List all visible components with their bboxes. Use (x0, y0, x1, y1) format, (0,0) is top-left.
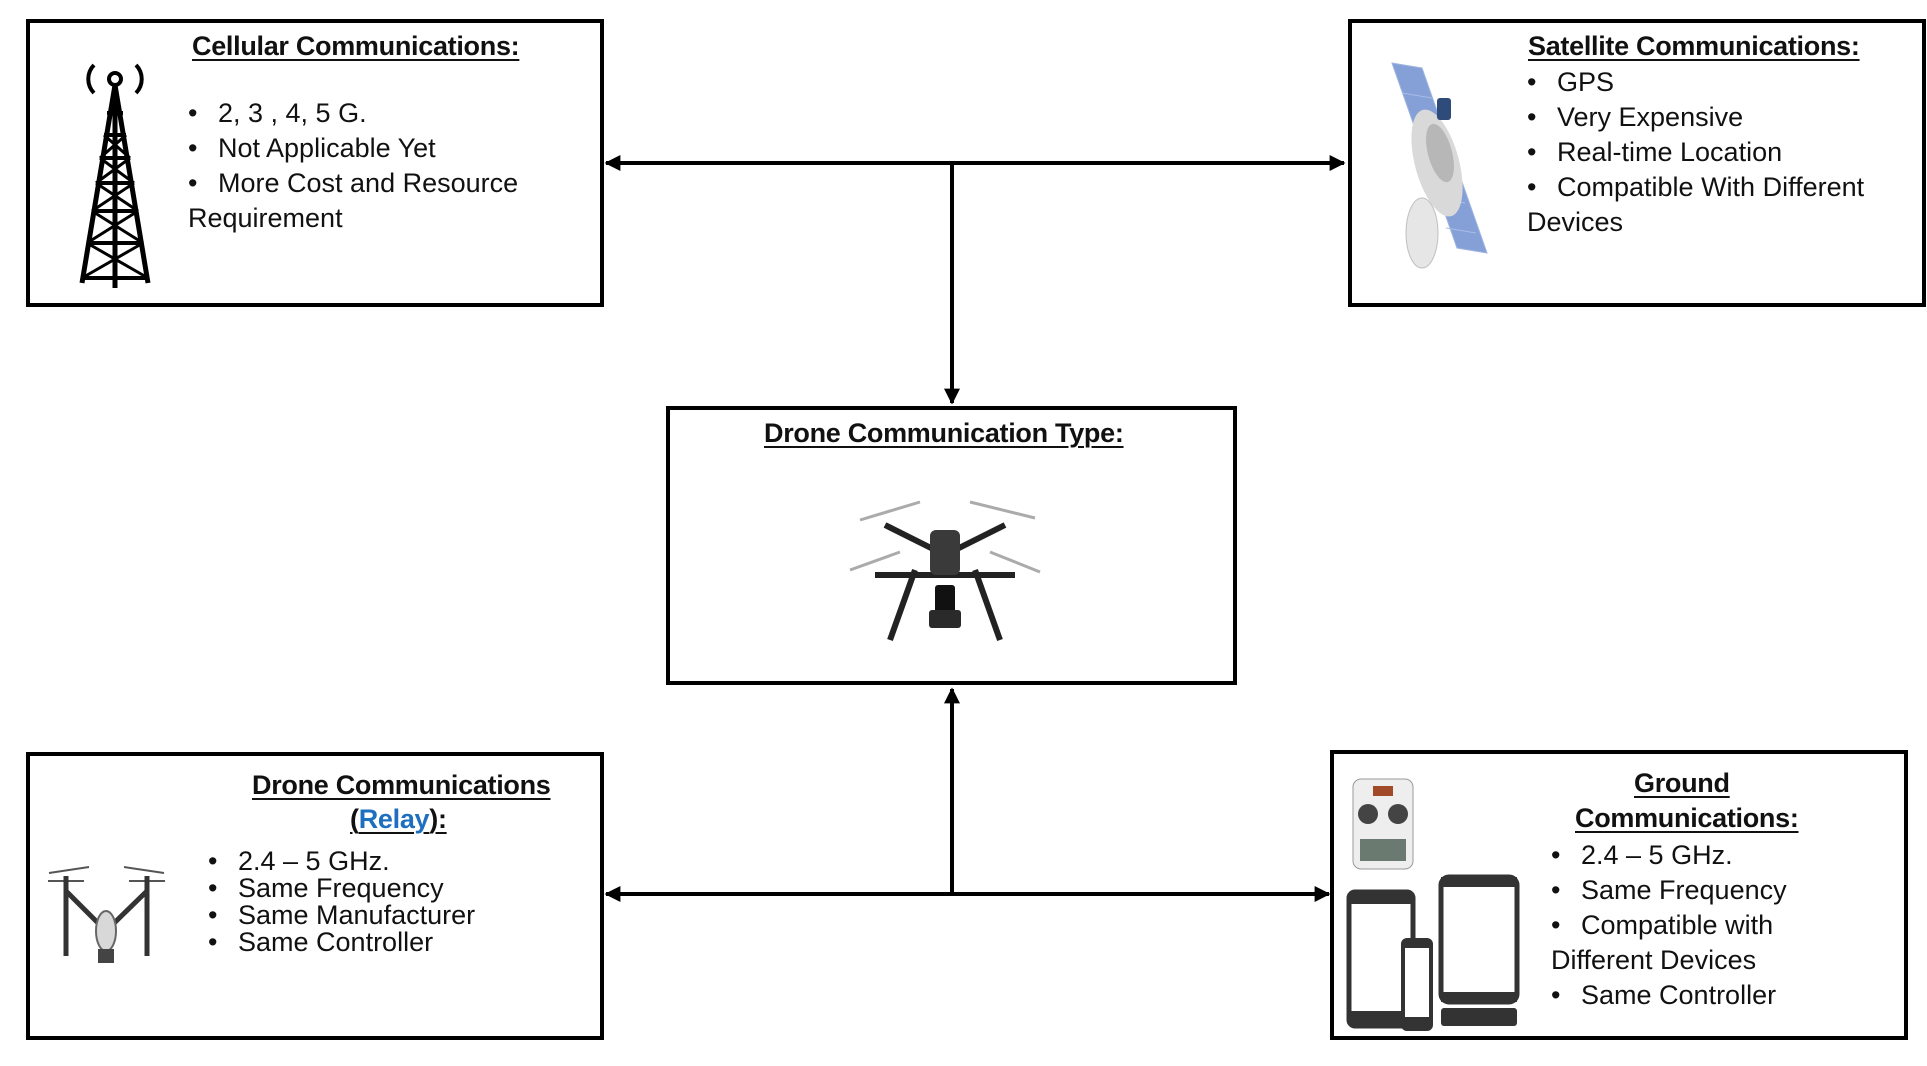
list-item: GPS (1527, 65, 1864, 100)
cell-tower-icon (79, 63, 151, 288)
cellular-title: Cellular Communications: (192, 31, 520, 61)
drone-communication-type-box: Drone Communication Type: (666, 406, 1237, 685)
satellite-box: Satellite Communications: GPS Very Expen… (1348, 19, 1926, 307)
ground-title-line1: Ground (1634, 768, 1730, 798)
ground-box: Ground Communications: 2.4 – 5 GHz. Same… (1330, 750, 1908, 1040)
cellular-box: Cellular Communications: 2, 3 , 4, 5 G. … (26, 19, 604, 307)
quadcopter-icon (48, 866, 165, 963)
list-item: 2, 3 , 4, 5 G. (188, 96, 518, 131)
relay-title-line2: (Relay): (350, 804, 447, 834)
ground-list: 2.4 – 5 GHz. Same Frequency Compatible w… (1551, 838, 1787, 1013)
relay-link[interactable]: Relay (358, 804, 430, 834)
list-item: 2.4 – 5 GHz. (208, 848, 475, 876)
drone-icon (849, 500, 1041, 642)
list-item: Real-time Location (1527, 135, 1864, 170)
list-item: Same Controller (208, 929, 475, 957)
rc-controller-icon (1352, 778, 1414, 870)
relay-list: 2.4 – 5 GHz. Same Frequency Same Manufac… (208, 848, 475, 957)
satellite-title: Satellite Communications: (1528, 31, 1860, 61)
center-title: Drone Communication Type: (764, 418, 1124, 448)
list-item: Same Controller (1551, 978, 1787, 1013)
relay-box: Drone Communications (Relay): 2.4 – 5 GH… (26, 752, 604, 1040)
tablet-dock-icon (1438, 874, 1520, 1026)
satellite-icon (1391, 62, 1488, 269)
list-item: Not Applicable Yet (188, 131, 518, 166)
list-item: Very Expensive (1527, 100, 1864, 135)
list-item: Same Frequency (208, 875, 475, 903)
list-item: Same Manufacturer (208, 902, 475, 930)
ground-title-line2: Communications: (1575, 803, 1799, 833)
satellite-list: GPS Very Expensive Real-time Location Co… (1527, 65, 1864, 240)
relay-title-line1: Drone Communications (252, 770, 551, 800)
list-item: 2.4 – 5 GHz. (1551, 838, 1787, 873)
cellular-list: 2, 3 , 4, 5 G. Not Applicable Yet More C… (188, 96, 518, 236)
list-item: Same Frequency (1551, 873, 1787, 908)
tablet-icon (1346, 889, 1416, 1029)
phone-icon (1401, 938, 1433, 1031)
